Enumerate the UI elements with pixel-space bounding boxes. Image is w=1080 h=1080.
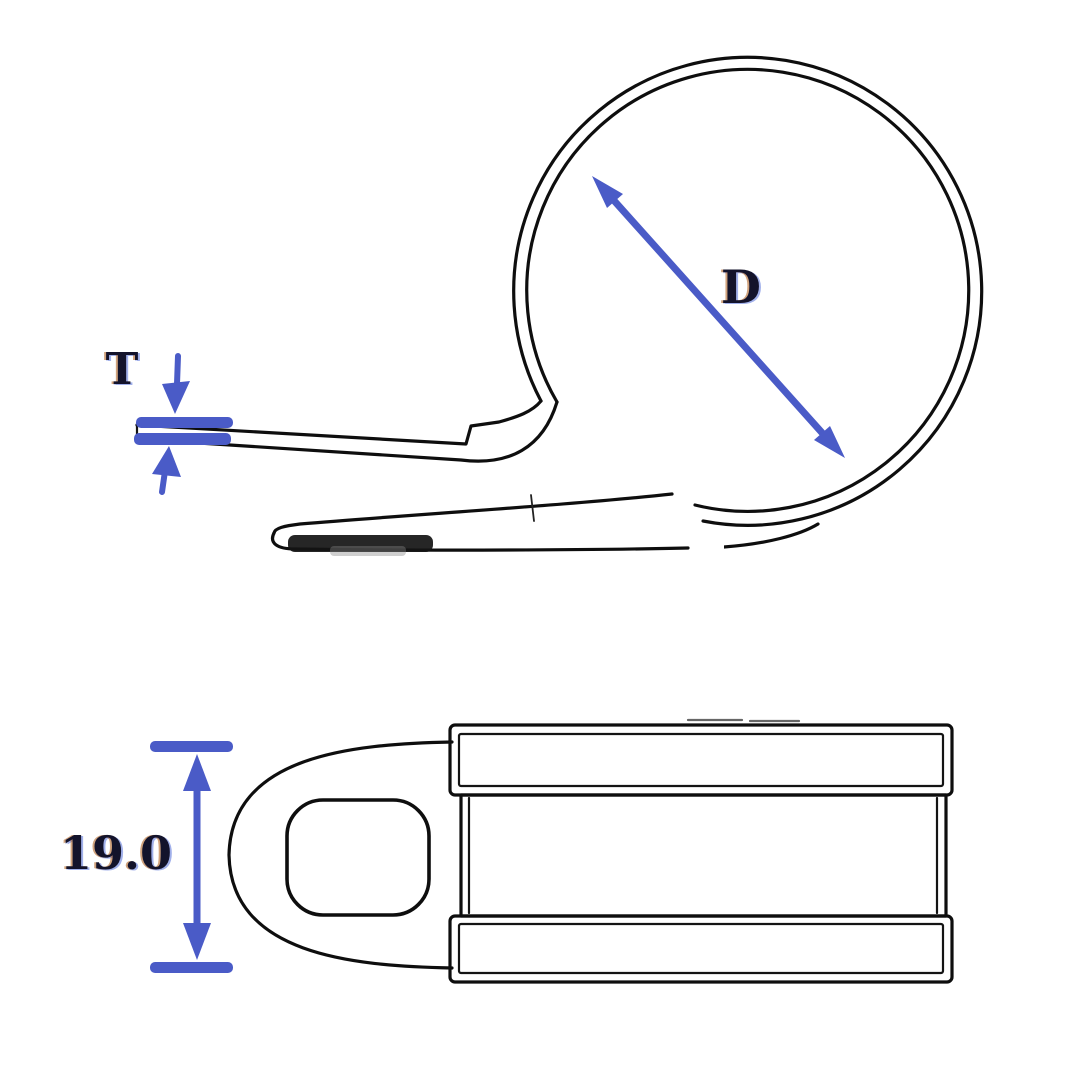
width-dimension: 19.0 bbox=[60, 741, 233, 973]
band-top-strip-inner bbox=[457, 732, 945, 788]
lower-band-fold-shading bbox=[288, 535, 433, 552]
side-profile-view: D T bbox=[106, 55, 984, 557]
bolt-hole bbox=[285, 798, 431, 917]
diameter-arrowhead-lower-icon bbox=[814, 426, 845, 458]
lower-band-gap-highlight bbox=[690, 536, 724, 557]
mounting-tab-outline bbox=[227, 740, 454, 970]
diameter-dimension: D bbox=[592, 176, 845, 458]
thickness-extension-bar-bottom bbox=[134, 433, 231, 445]
width-arrowhead-up-icon bbox=[183, 754, 211, 791]
band-middle-section bbox=[459, 793, 948, 918]
width-extension-cap-bottom bbox=[150, 962, 233, 973]
upper-tail-bottom-edge bbox=[135, 400, 559, 463]
top-strip-stray-dashes bbox=[686, 718, 801, 723]
diameter-arrow-line bbox=[597, 182, 837, 449]
upper-tail-top-edge bbox=[135, 399, 543, 446]
thickness-arrowhead-down-icon bbox=[162, 381, 190, 414]
width-arrowhead-down-icon bbox=[183, 923, 211, 960]
front-view: 19.0 bbox=[60, 718, 954, 984]
band-overlap-step-tick bbox=[530, 494, 535, 522]
lower-band-upper-edge bbox=[272, 492, 674, 535]
width-label: 19.0 bbox=[60, 826, 172, 880]
thickness-extension-bar-top bbox=[136, 417, 233, 428]
loop-inner-arc bbox=[525, 67, 971, 513]
band-bottom-strip-outer bbox=[448, 914, 954, 984]
thickness-label: T bbox=[106, 344, 139, 395]
diameter-label: D bbox=[721, 260, 761, 314]
thickness-upper-arrow-shaft bbox=[174, 353, 181, 387]
lower-band-gray-smudge bbox=[330, 546, 406, 556]
band-top-strip-outer bbox=[448, 723, 954, 797]
band-bottom-strip-inner bbox=[457, 922, 945, 975]
loop-outer-arc bbox=[512, 55, 984, 527]
diameter-arrowhead-upper-icon bbox=[592, 176, 623, 208]
thickness-arrowhead-up-icon bbox=[152, 446, 181, 477]
thickness-dimension: T bbox=[106, 344, 233, 495]
width-extension-cap-top bbox=[150, 741, 233, 752]
